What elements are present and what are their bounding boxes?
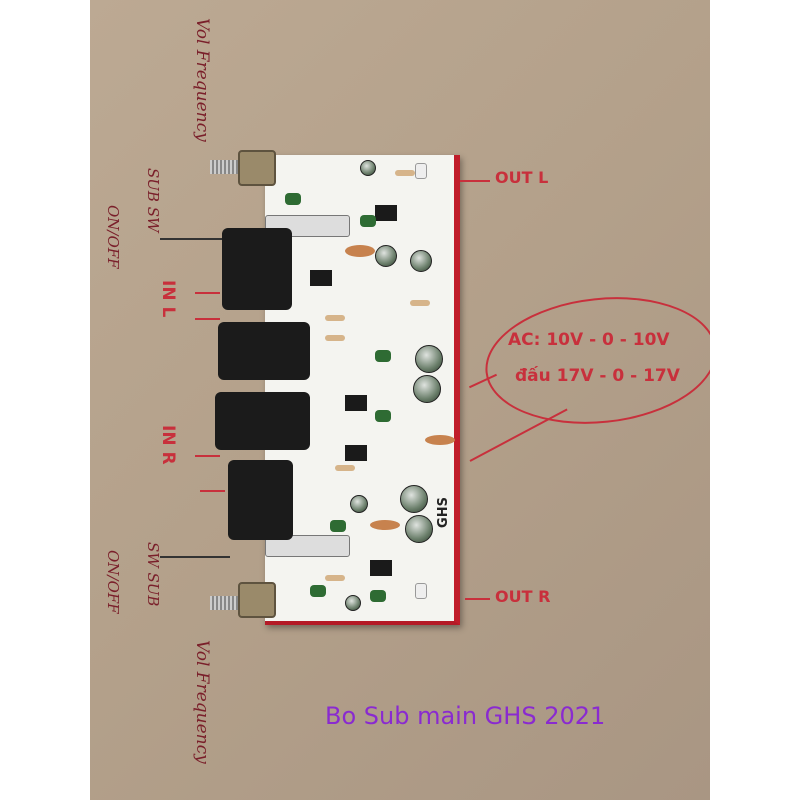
jack-input-right[interactable] [215, 392, 310, 450]
on-off-bottom-label: ON/OFF [104, 550, 122, 614]
arrow-sub-sw-top [160, 238, 230, 240]
power-note-ellipse [479, 286, 710, 435]
xlr-input-right[interactable] [228, 460, 293, 540]
pcb-board: GHS [265, 155, 460, 625]
arrow-power-caps-2 [469, 408, 568, 462]
caption: Bo Sub main GHS 2021 [325, 702, 606, 730]
arrow-out-l [460, 180, 490, 182]
sw-sub-bottom-label: SW SUB [144, 542, 162, 607]
dc-voltage-note: đấu 17V - 0 - 17V [515, 366, 680, 386]
vol-frequency-top-label: Vol Frequency [192, 18, 212, 142]
photo-cardboard-background: Vol Frequency SUB SW ON/OFF IN L IN R SW… [90, 0, 710, 800]
arrow-in-l-1 [195, 292, 220, 294]
pot-shaft-bottom[interactable] [210, 596, 240, 610]
arrow-sw-sub-bottom [160, 556, 230, 558]
in-l-label: IN L [158, 280, 178, 318]
sub-sw-top-label: SUB SW [144, 168, 162, 233]
in-r-label: IN R [158, 425, 178, 465]
arrow-out-r [465, 598, 490, 600]
arrow-in-r-1 [195, 455, 220, 457]
potentiometer-top[interactable] [238, 150, 276, 186]
on-off-top-label: ON/OFF [104, 205, 122, 269]
arrow-in-l-2 [195, 318, 220, 320]
ac-voltage-note: AC: 10V - 0 - 10V [508, 330, 670, 350]
vol-frequency-bottom-label: Vol Frequency [192, 640, 212, 764]
arrow-in-r-2 [200, 490, 225, 492]
jack-input-left[interactable] [218, 322, 310, 380]
potentiometer-bottom[interactable] [238, 582, 276, 618]
xlr-input-left[interactable] [222, 228, 292, 310]
out-r-label: OUT R [495, 587, 551, 606]
pcb-brand-label: GHS [435, 497, 451, 528]
pot-shaft-top[interactable] [210, 160, 240, 174]
out-l-label: OUT L [495, 168, 549, 187]
